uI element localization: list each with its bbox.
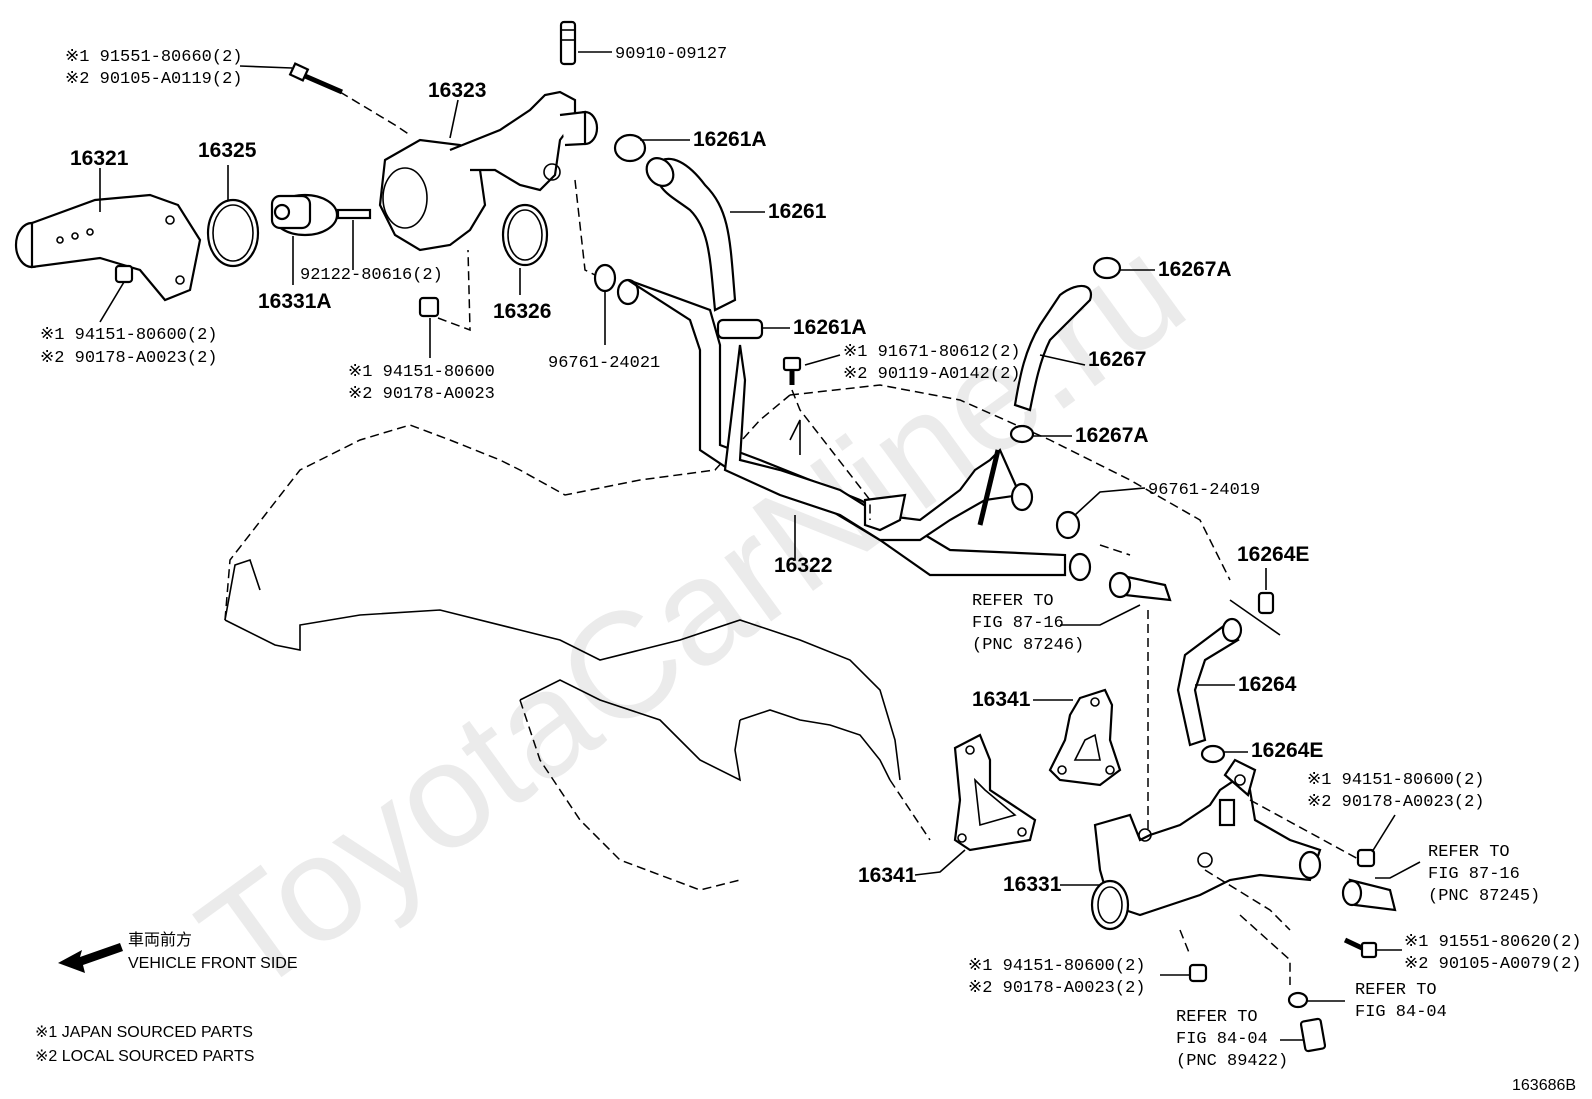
nut-94151-80600-right[interactable] [1356, 814, 1396, 868]
label-bolt2-local: ※2 90119-A0142(2) [843, 365, 1020, 384]
label-16261A-top: 16261A [693, 128, 767, 151]
sensor-ref-89422[interactable] [1280, 1017, 1327, 1053]
label-nut1-local: ※2 90178-A0023(2) [40, 349, 217, 368]
part-16341-gasket-bottom[interactable] [914, 733, 1037, 876]
clamp-16267A-top[interactable] [1092, 256, 1155, 280]
sensor-90910-09127[interactable] [559, 20, 612, 66]
label-16325: 16325 [198, 139, 257, 162]
bolt-91551-80620[interactable] [1343, 937, 1402, 959]
label-16267A-top: 16267A [1158, 258, 1232, 281]
washer-ref-84-04[interactable] [1287, 991, 1345, 1009]
clamp-16267A-bottom[interactable] [1009, 424, 1072, 444]
label-ref2-fig: FIG 87-16 [1428, 865, 1520, 884]
nut-94151-80600-center[interactable] [418, 249, 471, 358]
label-96761-24021: 96761-24021 [548, 354, 660, 373]
label-16323: 16323 [428, 79, 486, 102]
label-16267A-bottom: 16267A [1075, 424, 1149, 447]
clamp-16264E-bottom[interactable] [1200, 744, 1248, 764]
label-nut1-jp: ※1 94151-80600(2) [40, 326, 217, 345]
label-16331A: 16331A [258, 290, 332, 313]
label-92122: 92122-80616(2) [300, 266, 443, 285]
nut-94151-80600-lower[interactable] [1160, 963, 1208, 983]
label-nut2-jp: ※1 94151-80600 [348, 363, 495, 382]
part-16325-gasket[interactable] [206, 165, 260, 268]
bolt-91551-80660[interactable] [239, 62, 411, 136]
label-ref2-pnc: (PNC 87245) [1428, 887, 1540, 906]
clamp-16264E-top[interactable] [1257, 568, 1275, 615]
label-96761-24019: 96761-24019 [1148, 481, 1260, 500]
oring-96761-24019[interactable] [1055, 487, 1146, 540]
label-16341-bottom: 16341 [858, 864, 917, 887]
front-arrow-icon [58, 943, 123, 973]
label-16267: 16267 [1088, 348, 1146, 371]
label-ref1-fig: FIG 87-16 [972, 614, 1064, 633]
hose-16264[interactable] [1176, 617, 1243, 747]
label-nut4-local: ※2 90178-A0023(2) [1307, 793, 1484, 812]
part-16341-gasket-top[interactable] [1033, 688, 1122, 787]
legend-local: ※2 LOCAL SOURCED PARTS [35, 1048, 254, 1065]
figure-code: 163686B [1512, 1077, 1576, 1094]
label-ref2-refer: REFER TO [1428, 843, 1510, 862]
label-nut2-local: ※2 90178-A0023 [348, 385, 495, 404]
engine-outline [224, 384, 1281, 891]
label-16264E-bottom: 16264E [1251, 739, 1323, 762]
label-16261A-mid: 16261A [793, 316, 867, 339]
bolt-91671-80612[interactable] [782, 354, 871, 520]
label-16264E-top: 16264E [1237, 543, 1309, 566]
label-16326: 16326 [493, 300, 551, 323]
label-90910-09127: 90910-09127 [615, 45, 727, 64]
label-16261: 16261 [768, 200, 827, 223]
label-ref3-refer: REFER TO [1355, 981, 1437, 1000]
label-bolt1-jp: ※1 91551-80660(2) [65, 48, 242, 67]
label-nut3-jp: ※1 94151-80600(2) [968, 957, 1145, 976]
label-16322: 16322 [774, 554, 832, 577]
label-ref4-refer: REFER TO [1176, 1008, 1258, 1027]
front-side-en: VEHICLE FRONT SIDE [128, 955, 298, 972]
part-16331A-thermostat[interactable] [270, 193, 339, 285]
label-ref1-refer: REFER TO [972, 592, 1054, 611]
label-ref4-pnc: (PNC 89422) [1176, 1052, 1288, 1071]
hose-16261[interactable] [641, 153, 765, 312]
part-16321-inlet-housing[interactable] [14, 168, 202, 302]
hose-16267[interactable] [1013, 284, 1093, 412]
part-16331-water-inlet[interactable] [1060, 758, 1361, 985]
label-16341-top: 16341 [972, 688, 1031, 711]
label-ref1-pnc: (PNC 87246) [972, 636, 1084, 655]
clamp-16261A-top[interactable] [613, 133, 690, 163]
label-bolt1-local: ※2 90105-A0119(2) [65, 70, 242, 89]
label-nut4-jp: ※1 94151-80600(2) [1307, 771, 1484, 790]
label-ref3-fig: FIG 84-04 [1355, 1003, 1447, 1022]
label-bolt3-local: ※2 90105-A0079(2) [1404, 955, 1581, 974]
hose-ref-87246[interactable] [1060, 544, 1172, 830]
label-bolt3-jp: ※1 91551-80620(2) [1404, 933, 1581, 952]
label-16264: 16264 [1238, 673, 1297, 696]
label-ref4-fig: FIG 84-04 [1176, 1030, 1268, 1049]
pipe-16322[interactable] [616, 278, 1092, 582]
clamp-16261A-mid[interactable] [716, 318, 790, 340]
hose-ref-87245[interactable] [1341, 861, 1421, 912]
stud-92122-80616[interactable] [336, 208, 372, 270]
nut-94151-80600-left[interactable] [99, 264, 134, 323]
front-side-jp: 車両前方 [128, 931, 192, 949]
label-16321: 16321 [70, 147, 129, 170]
label-16331: 16331 [1003, 873, 1062, 896]
part-16323-water-outlet-housing[interactable] [378, 90, 599, 252]
part-16326-gasket[interactable] [501, 203, 549, 295]
label-bolt2-jp: ※1 91671-80612(2) [843, 343, 1020, 362]
label-nut3-local: ※2 90178-A0023(2) [968, 979, 1145, 998]
legend-japan: ※1 JAPAN SOURCED PARTS [35, 1024, 253, 1041]
oring-96761-24021[interactable] [574, 179, 617, 345]
